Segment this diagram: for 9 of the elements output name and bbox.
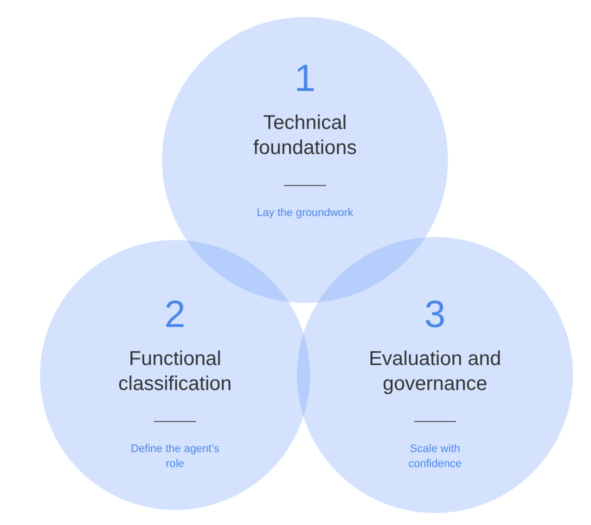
- step-title: Functional classification: [117, 347, 233, 397]
- step-subtitle: Scale with confidence: [407, 442, 463, 472]
- step-number: 2: [164, 295, 186, 335]
- step-subtitle: Define the agent’s role: [130, 442, 220, 472]
- step-title: Evaluation and governance: [368, 347, 502, 397]
- step-title: Technical foundations: [252, 111, 358, 161]
- step-number: 1: [294, 59, 316, 99]
- step-subtitle: Lay the groundwork: [256, 206, 354, 221]
- step-number: 3: [424, 295, 446, 335]
